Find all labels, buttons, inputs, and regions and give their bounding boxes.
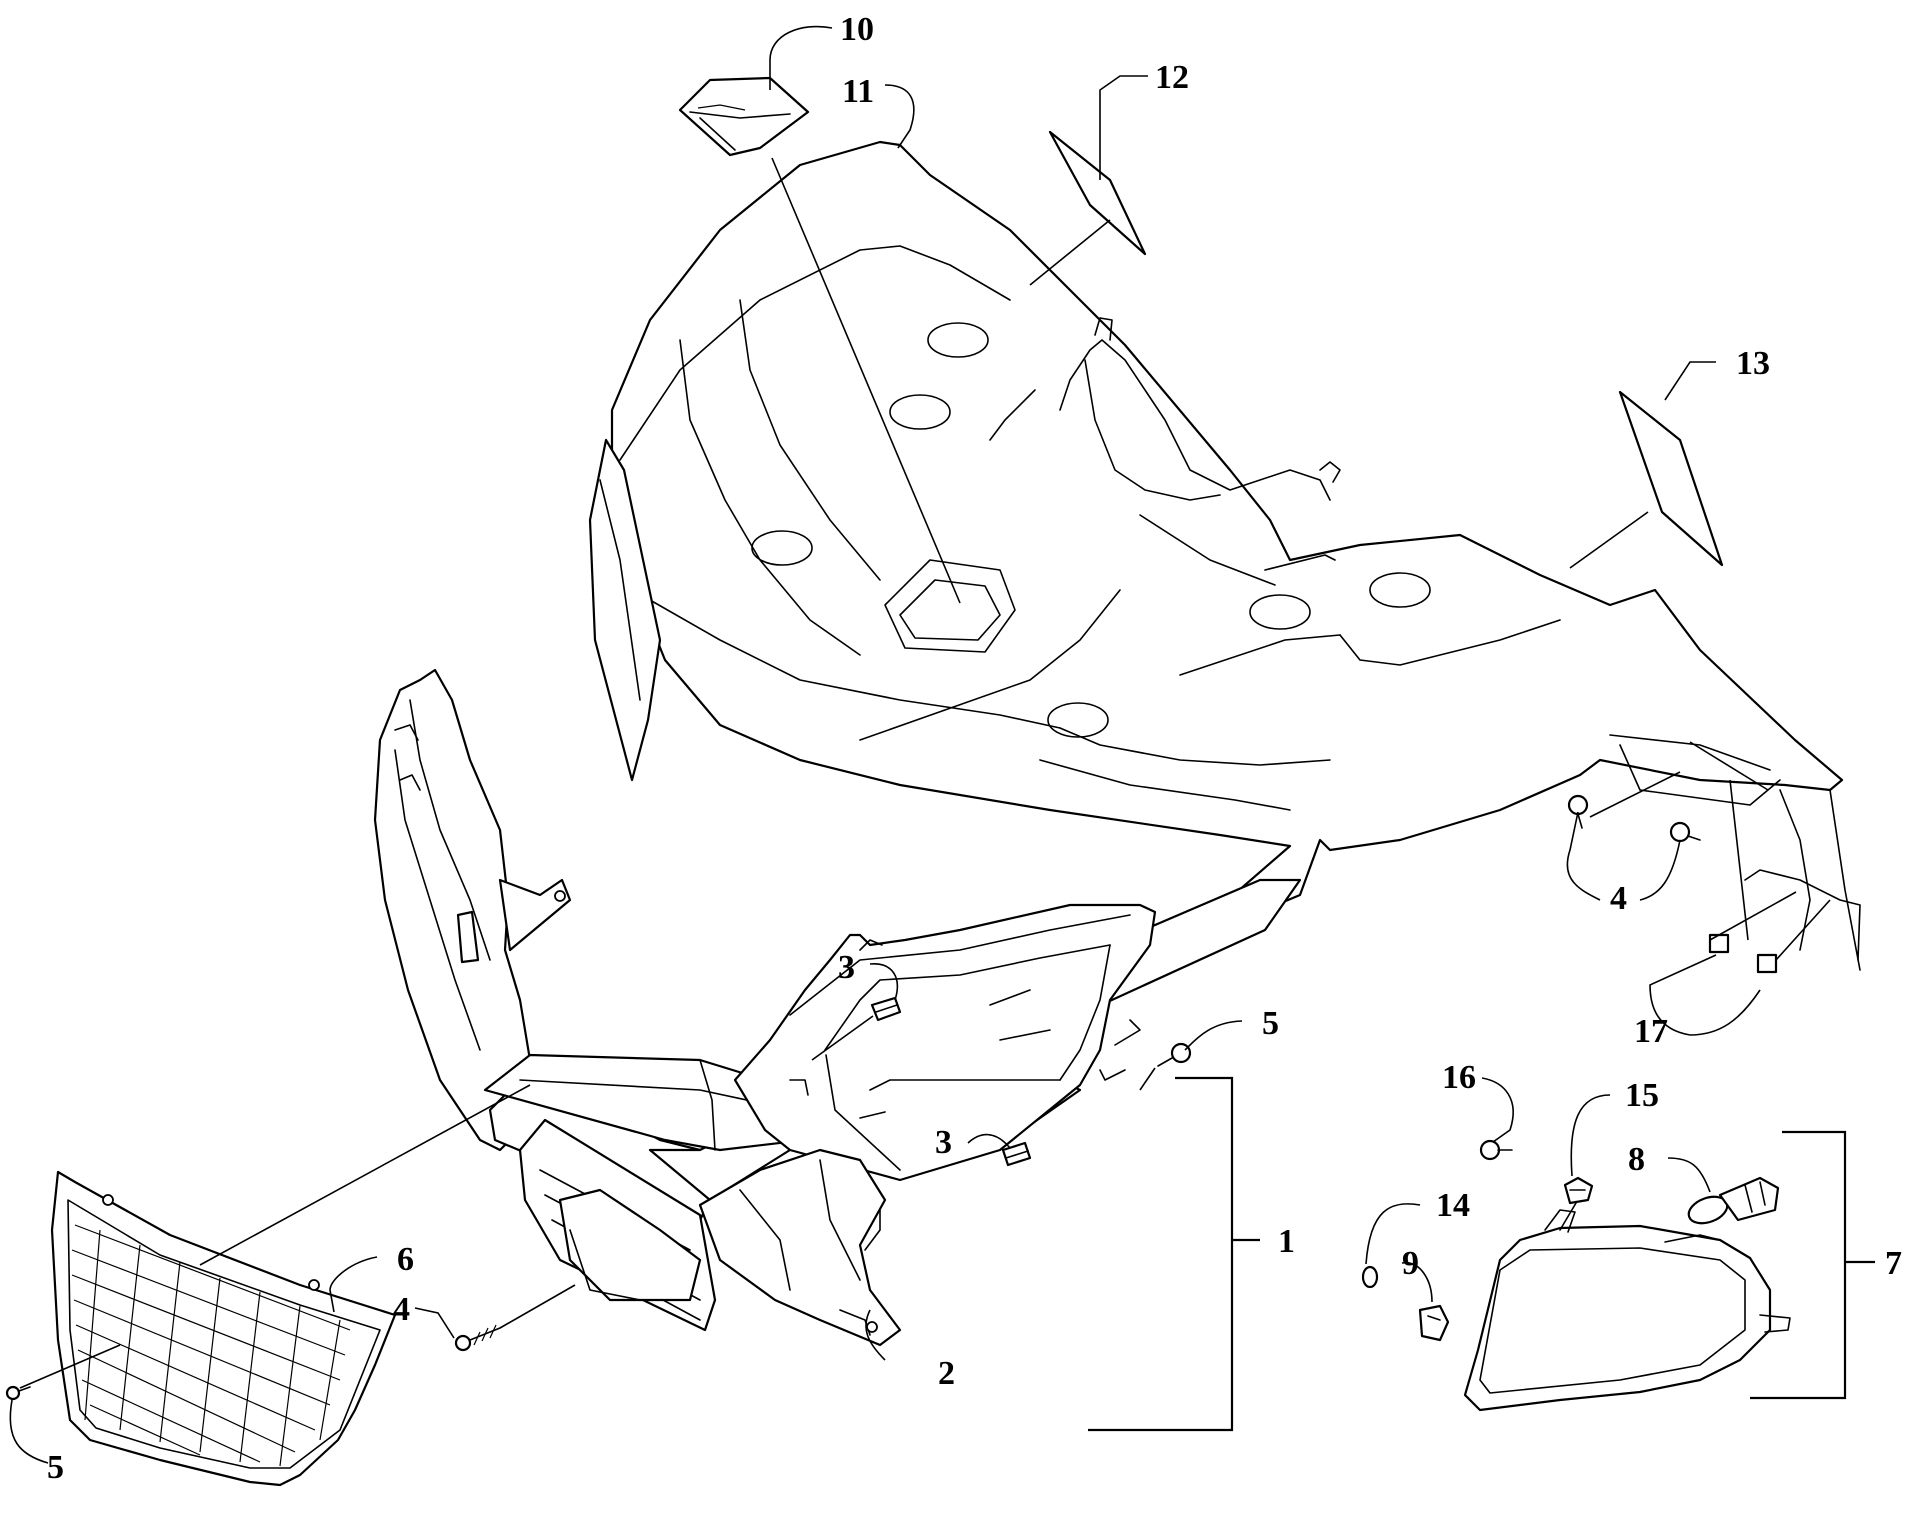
screw-front bbox=[454, 1324, 501, 1352]
callout-labels: 10 11 12 13 4 17 3 3 5 1 2 6 4 5 16 15 8… bbox=[47, 11, 1902, 1486]
decal-left bbox=[1048, 130, 1147, 256]
leader-lines bbox=[19, 157, 1831, 1389]
grommet bbox=[1418, 1304, 1450, 1342]
callout-17: 17 bbox=[1634, 1013, 1668, 1050]
screws-rear bbox=[1567, 794, 1701, 843]
o-ring bbox=[1361, 1265, 1379, 1289]
callout-4-rear: 4 bbox=[1610, 880, 1627, 917]
callout-11: 15 bbox=[1625, 1077, 1659, 1114]
grille bbox=[50, 1170, 397, 1487]
callout-13: 10 bbox=[840, 11, 874, 48]
front-bumper-assembly bbox=[373, 668, 1157, 1347]
badge bbox=[678, 76, 810, 157]
callout-12: 16 bbox=[1442, 1059, 1476, 1096]
lower-bumper-panel bbox=[698, 1148, 902, 1347]
front-rack-panel bbox=[588, 140, 1861, 1022]
bulb bbox=[1687, 1176, 1780, 1225]
bracket-assembly-1 bbox=[1088, 1076, 1260, 1432]
clip-lower bbox=[1001, 1141, 1032, 1167]
callout-5-grille: 5 bbox=[47, 1449, 64, 1486]
callout-7: 7 bbox=[1885, 1245, 1902, 1282]
bracket-assembly-7 bbox=[1750, 1130, 1875, 1400]
rivet bbox=[1479, 1139, 1513, 1161]
callout-6: 6 bbox=[397, 1241, 414, 1278]
clip-upper bbox=[870, 996, 902, 1022]
callout-14: 11 bbox=[842, 73, 874, 110]
callout-9: 9 bbox=[1402, 1245, 1419, 1282]
screw-bumper bbox=[1157, 1042, 1192, 1067]
callout-15: 12 bbox=[1155, 59, 1189, 96]
callout-1: 1 bbox=[1278, 1223, 1295, 1260]
callout-8: 8 bbox=[1628, 1141, 1645, 1178]
callout-3-upper: 3 bbox=[838, 949, 855, 986]
socket bbox=[1559, 1176, 1594, 1231]
callout-16: 13 bbox=[1736, 345, 1770, 382]
screw-grille bbox=[5, 1385, 31, 1401]
headlight-assembly bbox=[1463, 1209, 1791, 1412]
callout-4-front: 4 bbox=[393, 1291, 410, 1328]
nuts bbox=[1708, 933, 1778, 974]
callout-5-bumper: 5 bbox=[1262, 1005, 1279, 1042]
callout-hooks bbox=[9, 25, 1761, 1464]
callout-3-lower: 3 bbox=[935, 1124, 952, 1161]
decal-right bbox=[1618, 390, 1724, 567]
callout-2: 2 bbox=[938, 1355, 955, 1392]
callout-10: 14 bbox=[1436, 1187, 1470, 1224]
